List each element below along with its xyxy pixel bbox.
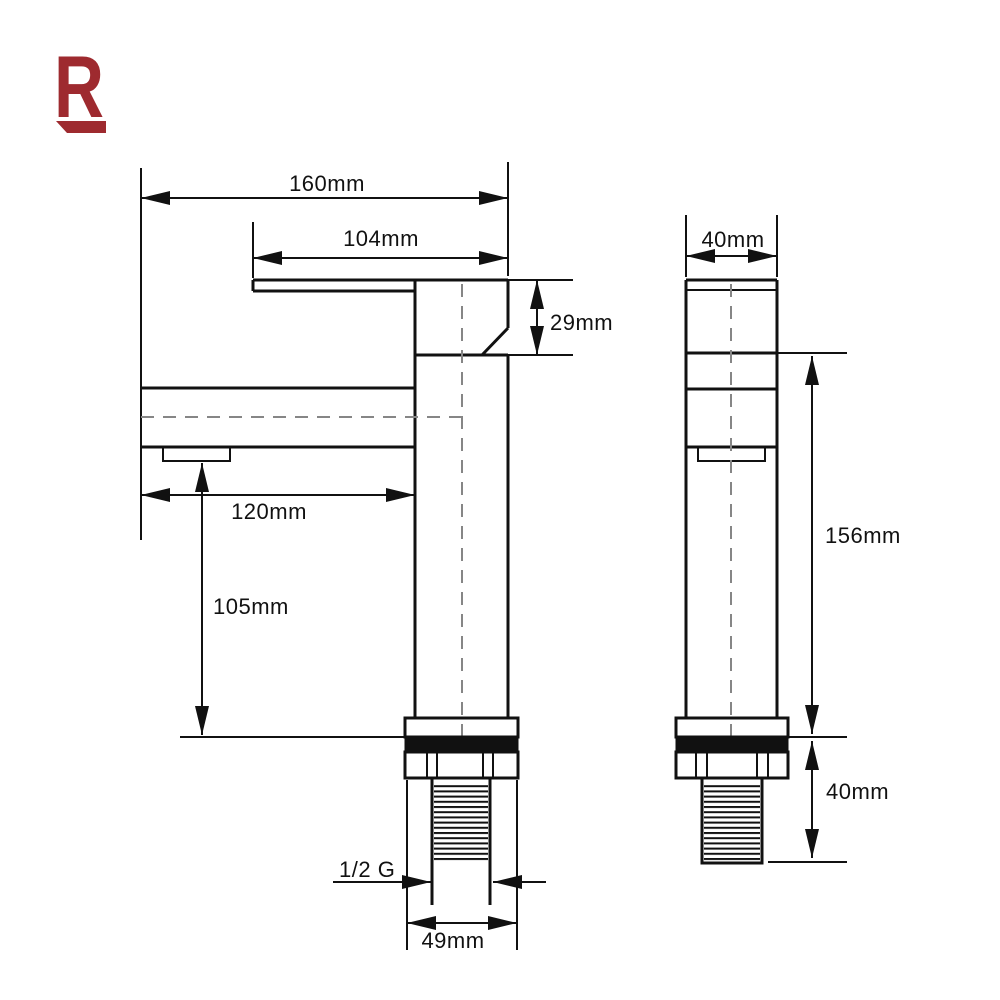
side-dimensions: 40mm 156mm 40mm [685,215,901,863]
thread-spec-label: 1/2 G [339,857,395,882]
dim-160mm: 160mm [141,162,509,276]
logo-underline [56,121,106,133]
front-view [140,168,520,905]
side-threaded-shank [700,776,764,865]
front-threaded-shank [430,778,492,905]
side-view [674,278,790,865]
dim-49mm: 49mm [406,780,518,953]
dim-105mm: 105mm [195,463,289,735]
front-gasket [404,736,519,753]
side-gasket [675,736,789,753]
front-thread-hatch [434,783,488,863]
dim-120mm: 120mm [141,488,415,524]
dim-29mm: 29mm [508,279,613,356]
side-body [684,278,779,718]
dim-104mm: 104mm [252,222,508,278]
dim-40mm-shank: 40mm [768,741,889,863]
side-mounting-nut [674,750,790,780]
thread-callout: 1/2 G [333,857,546,889]
front-dimensions: 160mm 104mm 29mm 120mm 105mm [141,162,613,953]
dim-40mm-width-label: 40mm [701,227,764,252]
logo: R [54,37,106,136]
dim-40mm-width: 40mm [685,215,778,277]
dim-105mm-label: 105mm [213,594,289,619]
logo-letter: R [54,37,104,136]
dim-120mm-label: 120mm [231,499,307,524]
dim-156mm: 156mm [777,352,901,738]
dim-156mm-label: 156mm [825,523,901,548]
dim-29mm-label: 29mm [550,310,613,335]
dim-40mm-shank-label: 40mm [826,779,889,804]
front-lever-plate [251,278,508,293]
front-body-column [413,280,510,718]
dim-104mm-label: 104mm [343,226,419,251]
front-mounting-nut [403,750,520,780]
dim-160mm-label: 160mm [289,171,365,196]
dim-49mm-label: 49mm [421,928,484,953]
side-thread-hatch [704,783,760,861]
front-aerator [162,446,231,462]
head-chamfer [480,326,510,357]
